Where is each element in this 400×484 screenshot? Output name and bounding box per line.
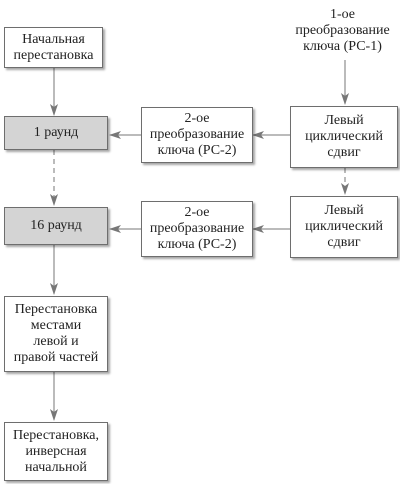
node-left-shift-2: Левый циклический сдвиг	[290, 196, 398, 258]
node-round-16: 16 раунд	[4, 207, 108, 245]
node-key-transform-2b: 2-ое преобразование ключа (РС-2)	[141, 201, 253, 257]
node-key-transform-2a: 2-ое преобразование ключа (РС-2)	[141, 107, 253, 163]
node-key-transform-1: 1-ое преобразование ключа (РС-1)	[295, 7, 390, 54]
node-round-1: 1 раунд	[4, 116, 108, 150]
node-left-shift-1: Левый циклический сдвиг	[290, 106, 398, 168]
node-inverse-permutation: Перестановка, инверсная начальной	[4, 422, 108, 481]
node-swap-halves: Перестановка местами левой и правой част…	[4, 296, 108, 372]
node-initial-permutation: Начальная перестановка	[4, 27, 103, 68]
